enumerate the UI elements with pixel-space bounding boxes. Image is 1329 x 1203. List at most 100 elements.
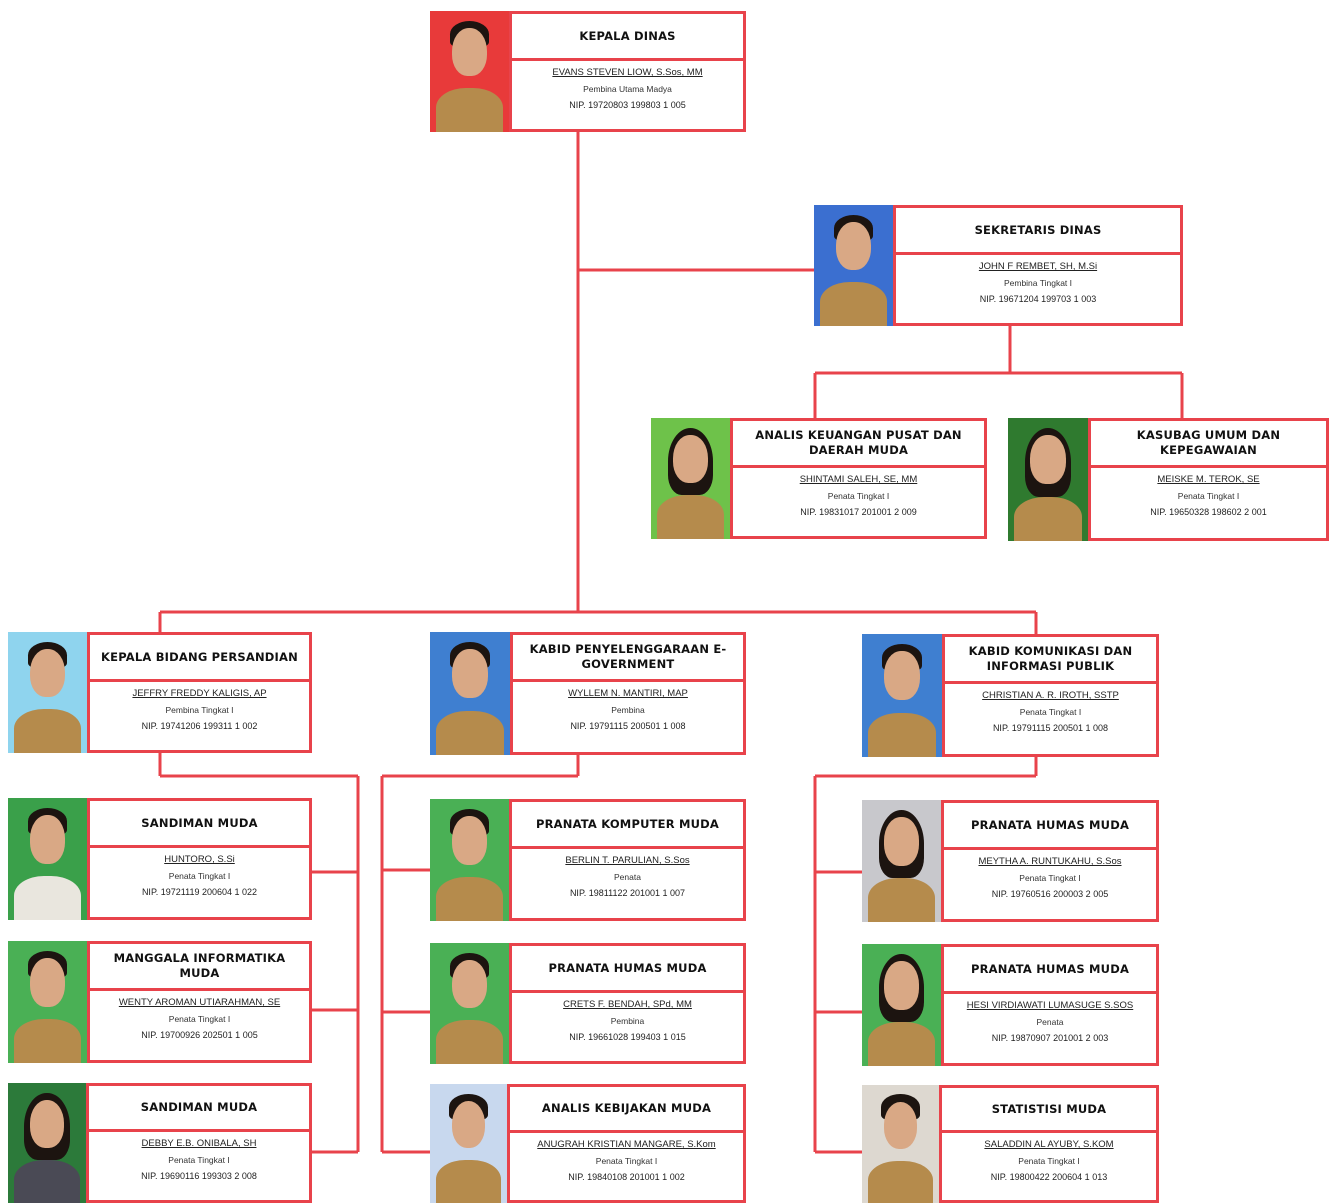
staff-name: CHRISTIAN A. R. IROTH, SSTP bbox=[982, 690, 1119, 701]
staff-photo bbox=[651, 418, 730, 539]
staff-rank: Pembina Tingkat I bbox=[1003, 278, 1073, 288]
card-pranata-humas-1[interactable]: PRANATA HUMAS MUDA CRETS F. BENDAH, SPd, … bbox=[430, 943, 746, 1064]
card-kepala-dinas[interactable]: KEPALA DINAS EVANS STEVEN LIOW, S.Sos, MM… bbox=[430, 11, 746, 132]
photo-face bbox=[452, 649, 488, 699]
position-title: SEKRETARIS DINAS bbox=[896, 208, 1180, 255]
staff-nip: NIP. 19721119 200604 1 022 bbox=[141, 887, 258, 897]
staff-name: HUNTORO, S.Si bbox=[164, 854, 235, 865]
photo-face bbox=[452, 816, 487, 865]
position-title: PRANATA HUMAS MUDA bbox=[944, 803, 1156, 850]
photo-face bbox=[884, 817, 919, 866]
photo-uniform bbox=[820, 282, 887, 326]
staff-nip: NIP. 19690116 199303 2 008 bbox=[141, 1171, 257, 1181]
staff-rank: Penata Tingkat I bbox=[1018, 1156, 1080, 1166]
staff-rank: Pembina Tingkat I bbox=[165, 705, 234, 715]
staff-rank: Penata Tingkat I bbox=[168, 871, 231, 881]
card-kabid-kominfo[interactable]: KABID KOMUNIKASI DAN INFORMASI PUBLIK CHR… bbox=[862, 634, 1159, 757]
card-pranata-humas-2[interactable]: PRANATA HUMAS MUDA MEYTHA A. RUNTUKAHU, S… bbox=[862, 800, 1159, 922]
position-title: STATISTISI MUDA bbox=[942, 1088, 1156, 1133]
staff-photo bbox=[1008, 418, 1088, 541]
staff-info: PRANATA HUMAS MUDA CRETS F. BENDAH, SPd, … bbox=[509, 943, 746, 1064]
photo-uniform bbox=[868, 1022, 935, 1066]
photo-uniform bbox=[868, 878, 935, 922]
position-title: SANDIMAN MUDA bbox=[89, 1086, 309, 1132]
photo-face bbox=[836, 221, 871, 271]
staff-rank: Penata Tingkat I bbox=[168, 1014, 231, 1024]
staff-nip: NIP. 19741206 199311 1 002 bbox=[141, 721, 258, 731]
photo-uniform bbox=[657, 495, 724, 539]
staff-rank: Pembina bbox=[610, 1016, 645, 1026]
position-title: KEPALA DINAS bbox=[512, 14, 743, 61]
card-manggala-informatika[interactable]: MANGGALA INFORMATIKA MUDA WENTY AROMAN UT… bbox=[8, 941, 312, 1063]
staff-info: KEPALA DINAS EVANS STEVEN LIOW, S.Sos, MM… bbox=[509, 11, 746, 132]
staff-rank: Penata Tingkat I bbox=[168, 1155, 230, 1165]
staff-photo bbox=[430, 11, 509, 132]
staff-info: PRANATA HUMAS MUDA MEYTHA A. RUNTUKAHU, S… bbox=[941, 800, 1159, 922]
staff-nip: NIP. 19840108 201001 1 002 bbox=[568, 1172, 685, 1182]
staff-rank: Penata Tingkat I bbox=[595, 1156, 658, 1166]
staff-name: MEYTHA A. RUNTUKAHU, S.Sos bbox=[978, 856, 1122, 867]
photo-face bbox=[884, 651, 920, 701]
photo-uniform bbox=[436, 877, 503, 921]
photo-face bbox=[884, 961, 919, 1010]
staff-rank: Penata bbox=[614, 872, 641, 882]
staff-name: WENTY AROMAN UTIARAHMAN, SE bbox=[118, 997, 281, 1008]
staff-photo bbox=[862, 800, 941, 922]
staff-nip: NIP. 19650328 198602 2 001 bbox=[1150, 507, 1267, 517]
photo-face bbox=[452, 27, 487, 77]
staff-photo bbox=[8, 632, 87, 753]
staff-photo bbox=[8, 941, 87, 1063]
staff-name: EVANS STEVEN LIOW, S.Sos, MM bbox=[552, 67, 703, 78]
photo-face bbox=[452, 959, 487, 1009]
staff-photo bbox=[814, 205, 893, 326]
card-analis-keuangan[interactable]: ANALIS KEUANGAN PUSAT DAN DAERAH MUDA SHI… bbox=[651, 418, 987, 539]
position-title: KEPALA BIDANG PERSANDIAN bbox=[90, 635, 309, 682]
staff-name: DEBBY E.B. ONIBALA, SH bbox=[141, 1138, 257, 1149]
staff-rank: Pembina Utama Madya bbox=[583, 84, 672, 94]
staff-nip: NIP. 19661028 199403 1 015 bbox=[569, 1032, 686, 1042]
position-title: PRANATA HUMAS MUDA bbox=[512, 946, 743, 993]
photo-uniform bbox=[436, 88, 503, 132]
card-kepala-bidang-persandian[interactable]: KEPALA BIDANG PERSANDIAN JEFFRY FREDDY KA… bbox=[8, 632, 312, 753]
position-title: KABID KOMUNIKASI DAN INFORMASI PUBLIK bbox=[945, 637, 1156, 684]
staff-rank: Penata Tingkat I bbox=[827, 491, 890, 501]
staff-photo bbox=[430, 799, 509, 921]
staff-name: SHINTAMI SALEH, SE, MM bbox=[799, 474, 918, 485]
staff-nip: NIP. 19811122 201001 1 007 bbox=[569, 888, 686, 898]
staff-name: JOHN F REMBET, SH, M.Si bbox=[978, 261, 1098, 272]
photo-uniform bbox=[868, 1160, 933, 1203]
staff-nip: NIP. 19671204 199703 1 003 bbox=[979, 294, 1097, 304]
staff-info: KABID KOMUNIKASI DAN INFORMASI PUBLIK CHR… bbox=[942, 634, 1159, 757]
position-title: MANGGALA INFORMATIKA MUDA bbox=[90, 944, 309, 991]
staff-name: CRETS F. BENDAH, SPd, MM bbox=[563, 999, 692, 1010]
photo-uniform bbox=[14, 1019, 81, 1063]
position-title: ANALIS KEUANGAN PUSAT DAN DAERAH MUDA bbox=[733, 421, 984, 468]
photo-uniform bbox=[1014, 496, 1082, 541]
card-sandiman-muda-2[interactable]: SANDIMAN MUDA DEBBY E.B. ONIBALA, SH Penat… bbox=[8, 1083, 312, 1203]
staff-nip: NIP. 19700926 202501 1 005 bbox=[141, 1030, 258, 1040]
staff-name: JEFFRY FREDDY KALIGIS, AP bbox=[132, 688, 267, 699]
staff-photo bbox=[430, 632, 510, 755]
position-title: ANALIS KEBIJAKAN MUDA bbox=[510, 1087, 743, 1133]
staff-nip: NIP. 19831017 201001 2 009 bbox=[800, 507, 917, 517]
staff-photo bbox=[862, 944, 941, 1066]
staff-nip: NIP. 19800422 200604 1 013 bbox=[990, 1172, 1108, 1182]
staff-photo bbox=[8, 1083, 86, 1203]
photo-face bbox=[30, 648, 65, 698]
staff-info: SANDIMAN MUDA DEBBY E.B. ONIBALA, SH Penat… bbox=[86, 1083, 312, 1203]
staff-photo bbox=[862, 634, 942, 757]
